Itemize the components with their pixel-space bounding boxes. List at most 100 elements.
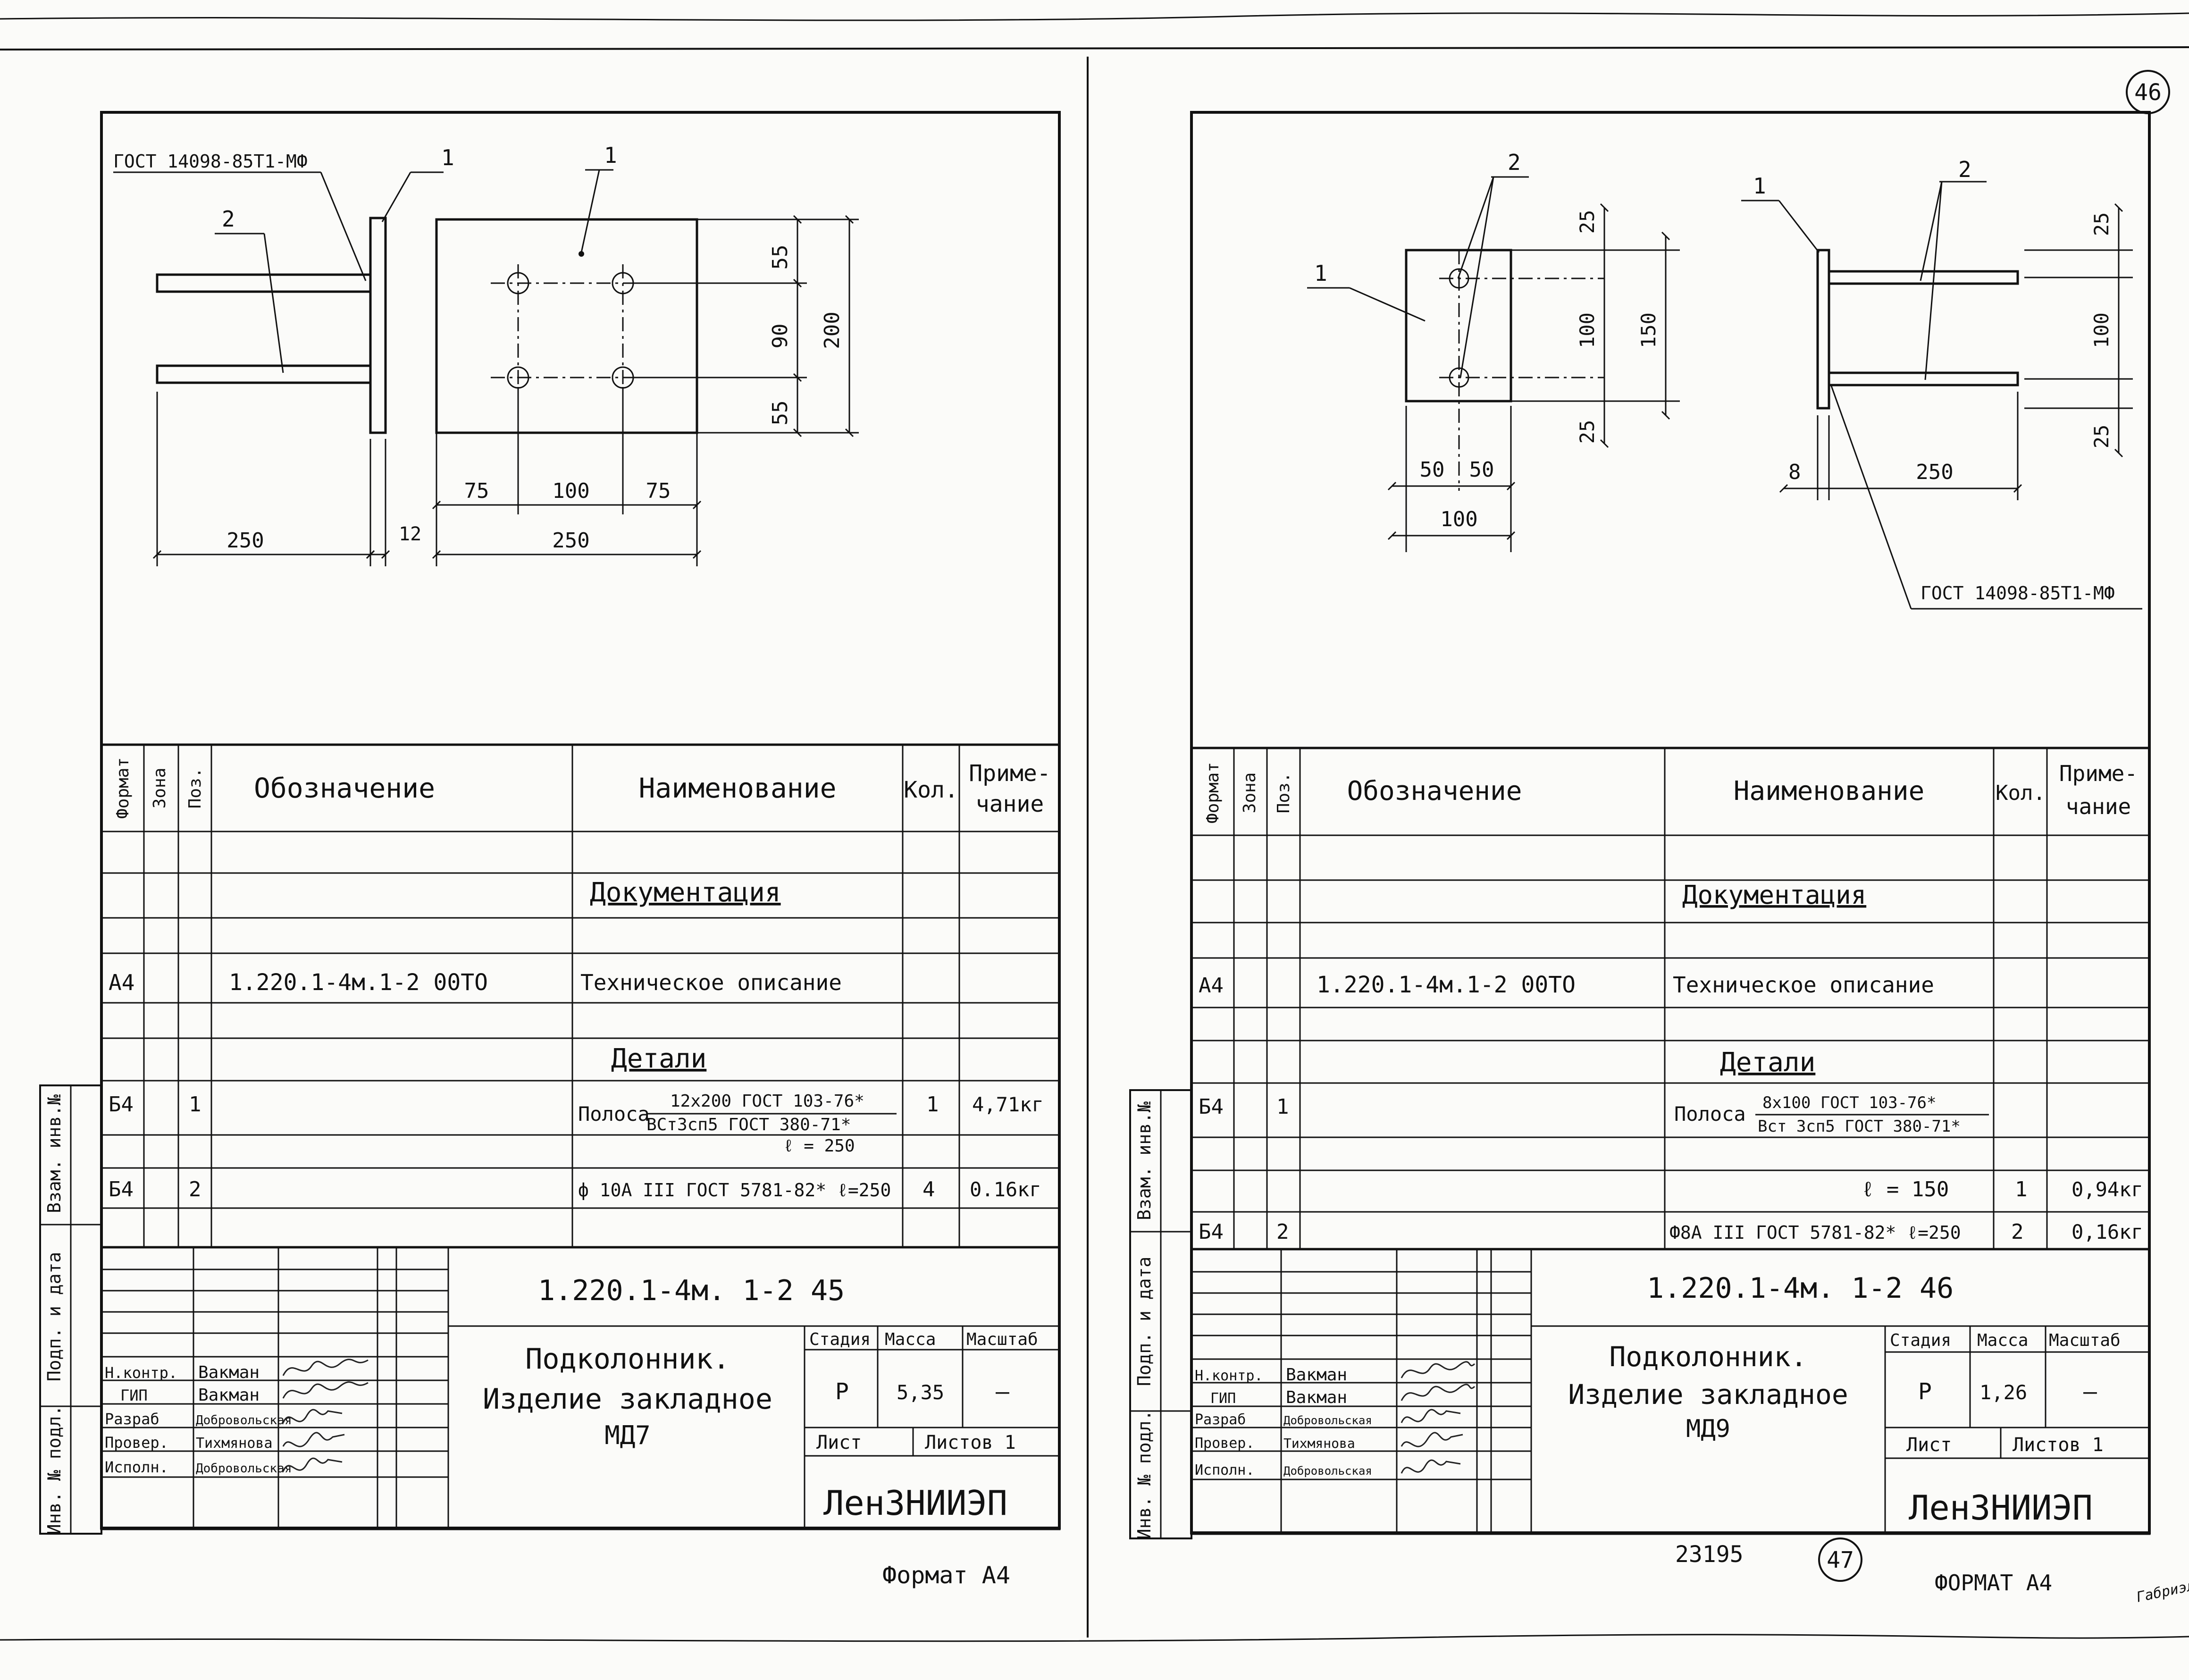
right-side-podp: Подп. и дата [1134, 1257, 1155, 1386]
left-row1-name-d: ℓ = 250 [783, 1136, 855, 1156]
scan-edge-top [0, 12, 2189, 21]
left-row1-name-a: Полоса [578, 1102, 650, 1126]
right-side-stamp: Взам. инв.№ Подп. и дата Инв. № подл. [1129, 1089, 1192, 1540]
right-dim-100w: 100 [1440, 507, 1477, 531]
left-row1-note: 4,71кг [972, 1093, 1044, 1116]
left-section-details: Детали [611, 1043, 706, 1074]
left-bar-lower [156, 364, 372, 384]
left-tb-razrab-lbl: Разраб [105, 1410, 159, 1428]
left-tb-stage-val: Р [835, 1378, 849, 1405]
right-tb-nkontr-lbl: Н.контр. [1195, 1368, 1263, 1384]
right-bottom-code: 23195 [1675, 1541, 1744, 1568]
right-tb-code: 1.220.1-4м. 1-2 46 [1647, 1272, 1954, 1305]
right-side-vzam: Взам. инв.№ [1134, 1101, 1155, 1220]
right-row2-qty: 2 [2011, 1220, 2024, 1244]
left-side-vzam: Взам. инв.№ [44, 1094, 65, 1213]
left-dim-90: 90 [768, 324, 792, 349]
left-row1-pos: 1 [189, 1092, 201, 1117]
left-tb-mass-lbl: Масса [885, 1330, 936, 1349]
left-tb-ispoln-lbl: Исполн. [105, 1458, 168, 1476]
left-format-label: Формат А4 [882, 1562, 1010, 1589]
right-hdr-note-2: чание [2066, 794, 2131, 819]
left-callout-1a: 1 [441, 145, 454, 170]
left-weld-note: ГОСТ 14098-85Т1-МФ [113, 151, 308, 172]
right-tb-title-1: Подколонник. [1609, 1341, 1807, 1373]
right-tb-prover-lbl: Провер. [1195, 1435, 1254, 1452]
right-tb-mass-lbl: Масса [1977, 1331, 2028, 1350]
right-row2-pos: 2 [1276, 1220, 1289, 1244]
right-hdr-name: Наименование [1734, 776, 1925, 806]
right-row2-format: Б4 [1199, 1220, 1224, 1244]
left-row1-name-c: ВСт3сп5 ГОСТ 380-71* [646, 1115, 851, 1134]
left-title-block: 1.220.1-4м. 1-2 45 Подколонник. Изделие … [100, 1246, 1061, 1530]
right-tb-ispoln-lbl: Исполн. [1195, 1462, 1254, 1478]
scan-edge-top-2 [0, 46, 2189, 50]
right-side-inv: Инв. № подл. [1134, 1410, 1155, 1540]
left-row2-name: ф 10А III ГОСТ 5781-82* ℓ=250 [578, 1180, 891, 1201]
right-hdr-note-1: Приме- [2059, 761, 2138, 786]
right-tb-gip-lbl: ГИП [1210, 1390, 1236, 1407]
sheet-number-top: 46 [2134, 79, 2162, 106]
right-tb-sheet-lbl: Лист [1906, 1434, 1952, 1456]
right-part-front: 1 2 25 100 25 [1307, 150, 1680, 552]
left-tb-prover-lbl: Провер. [105, 1434, 168, 1452]
left-frame [100, 111, 1061, 1529]
left-row2-qty: 4 [923, 1177, 935, 1201]
right-callout-1a: 1 [1314, 260, 1327, 286]
bottom-number: 47 [1827, 1547, 1854, 1573]
left-hdr-name: Наименование [638, 772, 836, 804]
right-sheet: 46 23195 47 ФОРМАТ А4 Габриэль 1 2 [1129, 70, 2189, 1606]
right-title-block: 1.220.1-4м. 1-2 46 Подколонник. Изделие … [1190, 1248, 2151, 1535]
bottom-number-circle [1818, 1537, 1862, 1582]
left-hdr-qty: Кол. [904, 777, 958, 803]
right-dim-25a: 25 [1576, 210, 1599, 234]
right-row1-name-c: Вст 3сп5 ГОСТ 380-71* [1758, 1117, 1961, 1136]
right-hdr-pos: Поз. [1274, 773, 1293, 814]
right-tb-prover-name: Тихмянова [1283, 1436, 1355, 1451]
left-callout-1b: 1 [604, 143, 617, 168]
left-hdr-designation: Обозначение [254, 772, 435, 804]
right-hdr-zone: Зона [1240, 773, 1259, 814]
left-tb-scale-val: — [996, 1378, 1009, 1405]
right-tb-razrab-name: Добровольская [1283, 1414, 1372, 1427]
left-tb-gip-name: Вакман [198, 1386, 260, 1405]
left-bar-upper [156, 273, 372, 293]
right-dim-25c: 25 [2090, 212, 2113, 236]
right-row1-pos: 1 [1276, 1095, 1289, 1119]
left-plate-front [435, 218, 698, 434]
right-row1-name-a: Полоса [1674, 1102, 1746, 1126]
right-callout-2b: 2 [1958, 157, 1971, 182]
left-tb-title-1: Подколонник. [525, 1343, 730, 1376]
left-dim-250-front: 250 [552, 529, 589, 553]
right-dim-50a: 50 [1420, 458, 1445, 482]
left-dim-250-side: 250 [226, 529, 264, 553]
right-row1-note: 0,94кг [2072, 1178, 2143, 1201]
left-dim-75a: 75 [464, 479, 489, 503]
left-row2-format: Б4 [109, 1177, 134, 1201]
left-dim-75b: 75 [646, 479, 671, 503]
right-callout-2a: 2 [1508, 150, 1521, 175]
left-tb-sheet-lbl: Лист [816, 1432, 862, 1453]
right-dim-8: 8 [1788, 460, 1801, 484]
right-dim-250: 250 [1916, 460, 1953, 484]
left-doc-designation: 1.220.1-4м.1-2 00ТО [229, 969, 488, 996]
left-tb-nkontr-name: Вакман [198, 1363, 260, 1382]
left-row2-note: 0.16кг [970, 1178, 1041, 1201]
right-hdr-format: Формат [1203, 762, 1223, 823]
left-row2-pos: 2 [189, 1177, 201, 1201]
right-row1-name-b: 8х100 ГОСТ 103-76* [1762, 1093, 1936, 1112]
left-part-view: ГОСТ 14098-85Т1-МФ 1 2 1 [113, 143, 859, 566]
right-dim-25b: 25 [1576, 420, 1599, 444]
left-tb-title-3: МД7 [604, 1420, 651, 1450]
left-hdr-note-1: Приме- [969, 760, 1050, 787]
left-tb-gip-lbl: ГИП [120, 1386, 148, 1404]
right-spec-table: Формат Зона Поз. Обозначение Наименовани… [1190, 747, 2151, 1251]
right-signatures [1401, 1361, 1476, 1474]
left-hdr-note-2: чание [976, 791, 1044, 817]
right-dim-25d: 25 [2090, 425, 2113, 449]
signature-scribble: Габриэль [2135, 1576, 2189, 1606]
right-row1-format: Б4 [1199, 1095, 1224, 1119]
left-tb-code: 1.220.1-4м. 1-2 45 [538, 1274, 845, 1307]
right-doc-name: Техническое описание [1673, 972, 1934, 998]
